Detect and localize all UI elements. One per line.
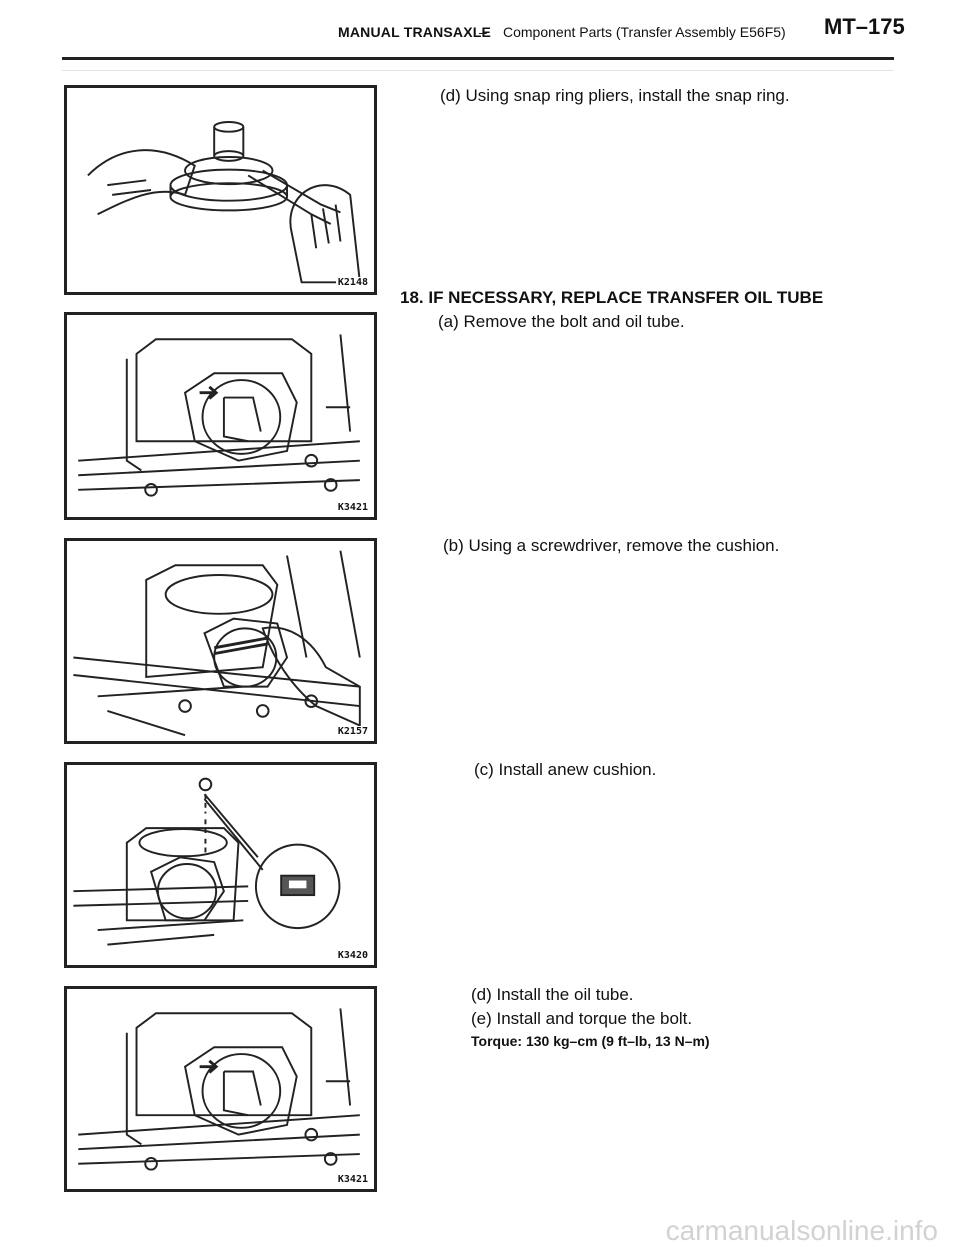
oil-tube-install-illustration [78,1008,360,1171]
figure-install-cushion: K3420 [64,762,377,968]
oil-tube-removal-illustration [78,334,360,497]
step-e-torque-bolt: (e) Install and torque the bolt. [471,1009,693,1028]
watermark: carmanualsonline.info [665,1215,938,1246]
figure-id: K2148 [335,277,370,288]
figure-id: K3421 [335,502,370,513]
header-rule [62,57,894,60]
step-d-snap-ring: (d) Using snap ring pliers, install the … [440,86,790,105]
step-b-remove-cushion: (b) Using a screwdriver, remove the cush… [443,536,780,555]
snap-ring-illustration [87,121,361,284]
figure-remove-oil-tube: K3421 [64,312,377,520]
figure-id: K3420 [335,950,370,961]
section-title: MANUAL TRANSAXLE [338,24,492,40]
step-d-install-oil-tube: (d) Install the oil tube. [471,985,634,1004]
section-subtitle: Component Parts (Transfer Assembly E56F5… [503,24,786,40]
step-a-remove-bolt: (a) Remove the bolt and oil tube. [438,312,685,331]
header-rule-faint [62,70,894,71]
figure-remove-cushion: K2157 [64,538,377,744]
header-separator: – [479,24,487,40]
step-c-install-cushion: (c) Install anew cushion. [474,760,657,779]
page-header: MANUAL TRANSAXLE – Component Parts (Tran… [0,0,960,71]
figure-id: K2157 [335,726,370,737]
torque-spec: Torque: 130 kg–cm (9 ft–lb, 13 N–m) [471,1033,710,1049]
figure-id: K3421 [335,1174,370,1185]
page-number: MT–175 [824,14,905,39]
cushion-removal-illustration [73,550,361,737]
figure-snap-ring-install: K2148 [64,85,377,295]
cushion-install-illustration [73,777,341,946]
step-18-heading: 18. IF NECESSARY, REPLACE TRANSFER OIL T… [400,288,824,307]
figure-install-oil-tube: K3421 [64,986,377,1192]
